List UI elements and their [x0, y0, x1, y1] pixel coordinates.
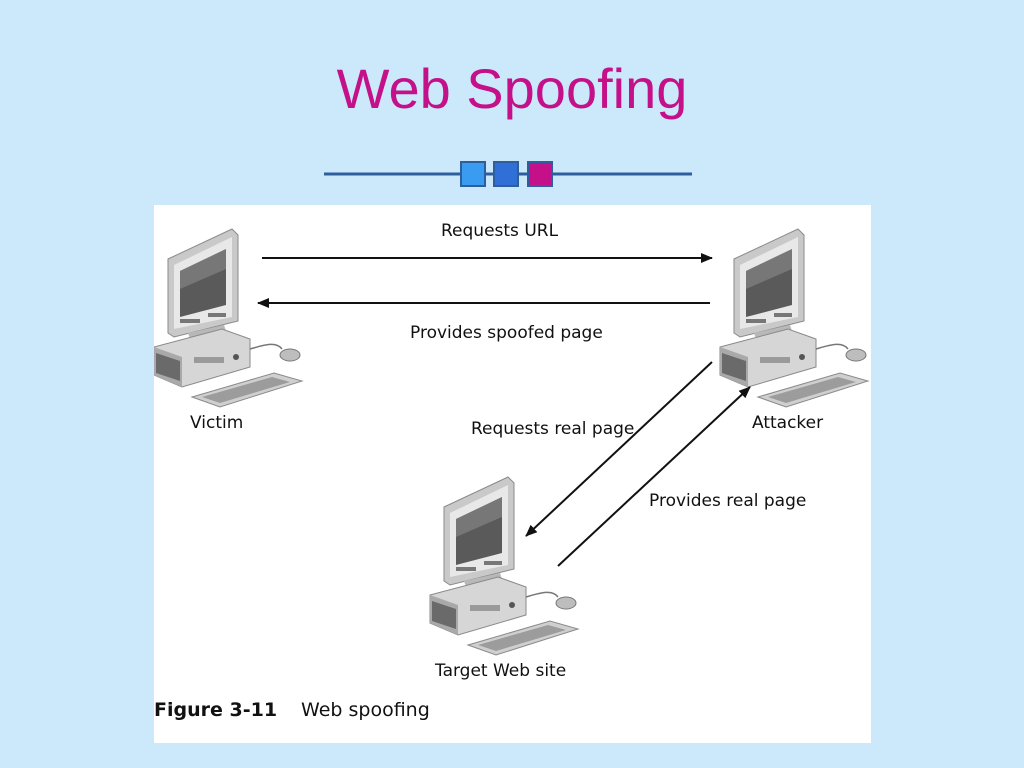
figure-caption: Figure 3-11 Web spoofing: [154, 699, 430, 721]
divider-square-1: [460, 161, 486, 187]
title-divider: [324, 161, 692, 187]
target-computer-icon: [429, 476, 579, 656]
node-label-target-web-site: Target Web site: [435, 661, 567, 681]
diagram-canvas: [154, 228, 869, 656]
arrow-provides-real-page: [557, 386, 751, 567]
victim-computer-icon: [154, 228, 303, 408]
edge-label-provides-spoofed-page: Provides spoofed page: [410, 323, 603, 343]
arrow-requests-real-page: [525, 361, 713, 537]
divider-square-3: [527, 161, 553, 187]
node-label-victim: Victim: [190, 413, 244, 433]
diagram-figure: Requests URL Provides spoofed page Reque…: [154, 205, 871, 743]
divider-square-2: [493, 161, 519, 187]
figure-caption-text: Web spoofing: [301, 699, 430, 721]
slide-title: Web Spoofing: [336, 57, 688, 120]
figure-number: Figure 3-11: [154, 699, 278, 721]
edge-label-requests-url: Requests URL: [441, 221, 559, 241]
edge-label-provides-real-page: Provides real page: [649, 491, 807, 511]
attacker-computer-icon: [719, 228, 869, 408]
edge-label-requests-real-page: Requests real page: [471, 419, 635, 439]
node-label-attacker: Attacker: [752, 413, 824, 433]
